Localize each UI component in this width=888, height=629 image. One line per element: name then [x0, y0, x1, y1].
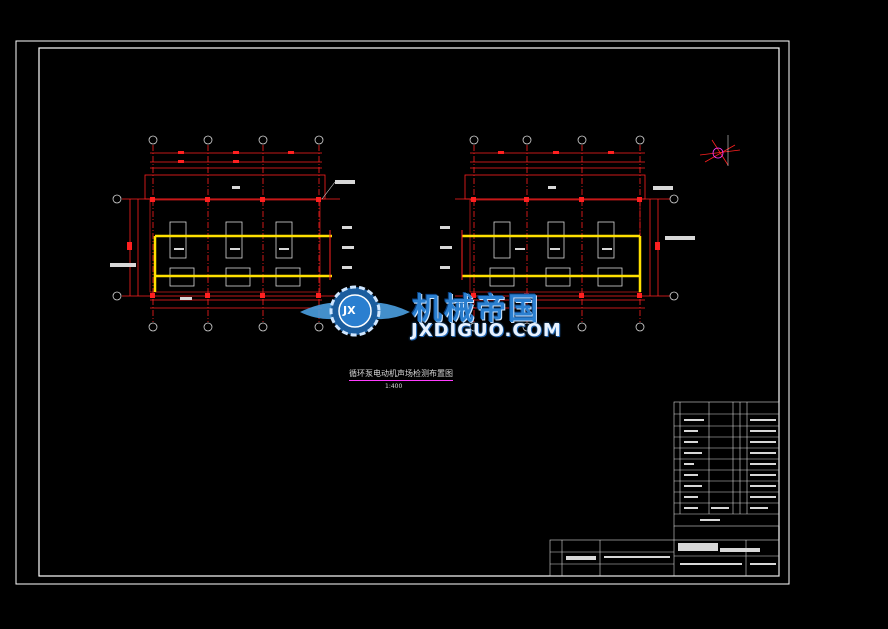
right-plan — [440, 135, 695, 332]
drawing-title: 循环泵电动机声场检测布置图 — [349, 368, 453, 381]
outer-border — [15, 40, 790, 585]
watermark-chinese: 机械帝国 — [412, 292, 540, 327]
watermark-logo-letters: JX — [343, 304, 356, 317]
title-block-text-marks — [566, 419, 776, 565]
left-plan — [110, 135, 355, 332]
drawing-scale: 1:400 — [385, 383, 403, 390]
north-arrow-icon — [699, 135, 741, 166]
inner-border — [38, 47, 780, 577]
title-block — [549, 401, 780, 577]
watermark-english: JXDIGUO.COM — [411, 320, 562, 341]
watermark-logo-icon — [300, 285, 410, 337]
